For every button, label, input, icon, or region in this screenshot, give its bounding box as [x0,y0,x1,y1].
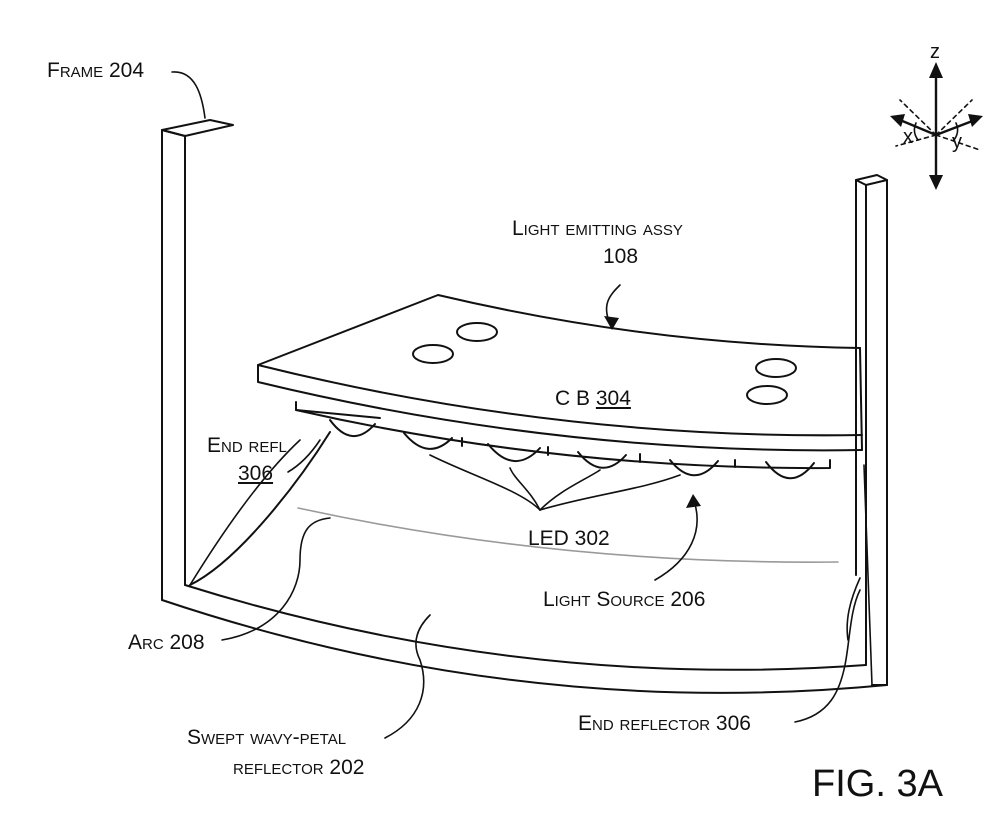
led-dome [403,432,453,450]
end-reflector-left [189,431,331,586]
leader-lines [171,71,861,739]
axis-arrowheads [890,62,983,190]
led-dome [329,419,376,437]
swept-reflector-label-line2: reflector 202 [233,756,365,779]
light-emitting-assy-label: Light emitting assy [512,217,683,240]
end-refl-number: 306 [238,462,274,485]
axis-indicator [895,68,981,182]
mounting-hole [755,358,797,378]
end-reflector-right [863,464,873,686]
circuit-board-label: C B 304 [555,387,631,410]
axis-x-label: x [903,126,913,148]
light-emitting-assy-number: 108 [603,245,639,268]
frame [161,119,888,694]
led-strip [295,401,831,480]
end-refl-label: End refl [207,434,287,457]
mounting-hole [412,344,454,364]
mounting-hole [746,385,788,405]
end-reflector-label: End reflector 306 [578,712,751,735]
mounting-hole [456,322,498,342]
swept-reflector-label-line1: Swept wavy-petal [187,726,347,749]
led-dome [577,451,627,469]
arc-label: Arc 208 [128,631,205,654]
axis-z-label: z [930,41,940,63]
arc-line [297,507,839,563]
figure-id: FIG. 3A [812,763,943,805]
led-dome [487,443,541,463]
led-dome [765,461,815,480]
light-emitting-assembly [257,294,863,452]
axis-y-label: y [952,131,962,153]
frame-label: Frame 204 [47,59,145,82]
light-source-label: Light Source 206 [543,588,706,611]
circuit-board-number: 304 [595,387,631,410]
led-label: LED 302 [528,527,610,550]
arrowheads [604,316,701,508]
led-dome [669,459,719,477]
